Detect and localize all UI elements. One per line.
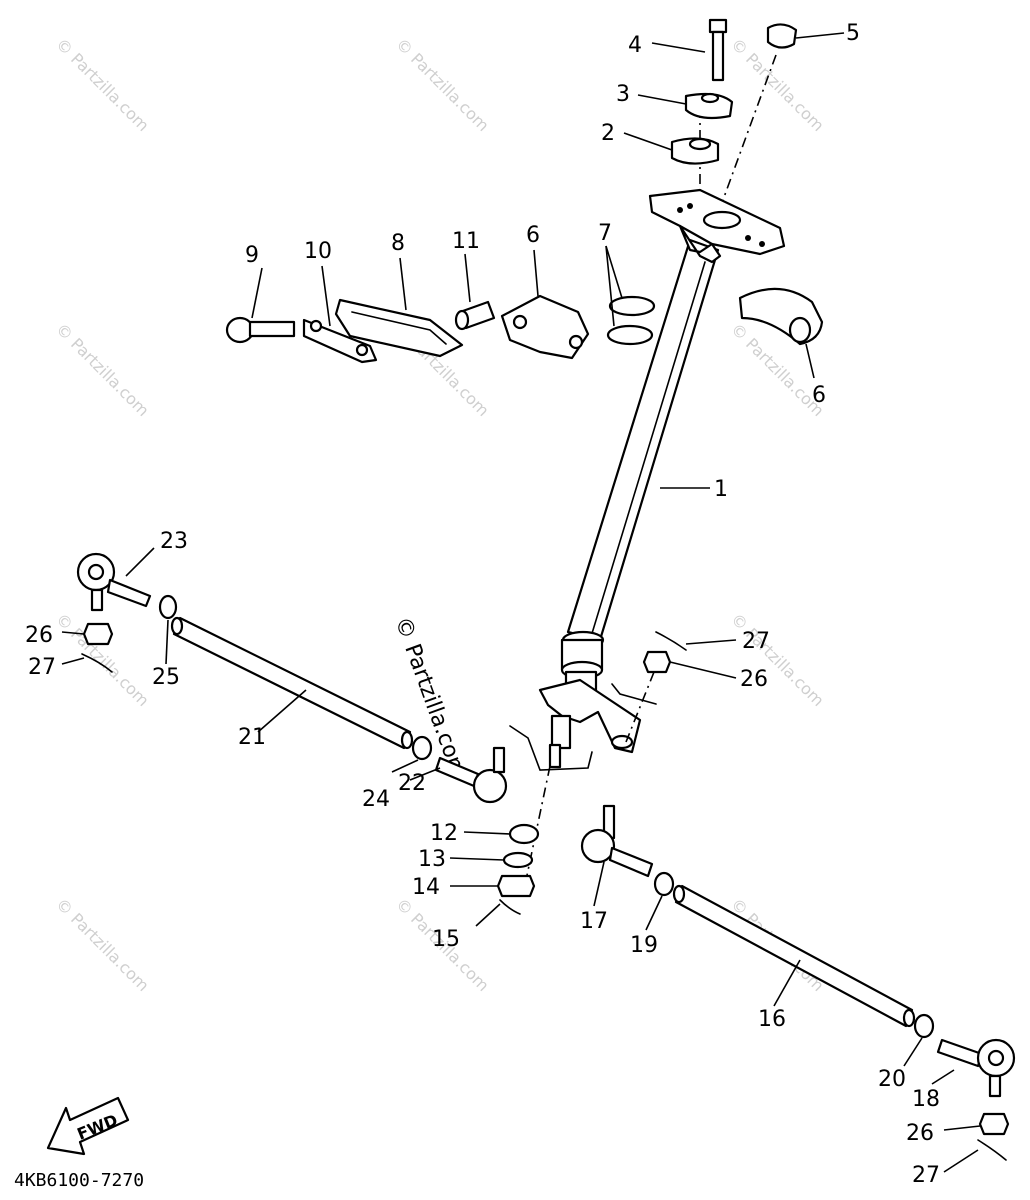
part-4-bolt (708, 18, 728, 82)
callout-14: 14 (412, 875, 440, 900)
callout-4: 4 (628, 33, 642, 58)
watermark: © Partzilla.com (52, 894, 153, 995)
part-16-tie-rod-right (672, 884, 916, 1028)
callout-11: 11 (452, 229, 480, 254)
part-24-nut (411, 735, 433, 761)
callout-13: 13 (418, 847, 446, 872)
part-27-pin-right (655, 631, 687, 651)
callout-6-left: 6 (526, 223, 540, 248)
diagram-code: 4KB6100-7270 (14, 1170, 144, 1191)
part-22-tie-rod-end (434, 746, 508, 804)
watermark: © Partzilla.com (52, 34, 153, 135)
part-26-nut-right (642, 650, 672, 674)
part-21-tie-rod-left (170, 616, 414, 750)
part-9-bolt (225, 316, 296, 344)
part-6-bushing-right (738, 287, 824, 346)
part-26-nut-left (82, 622, 114, 646)
part-5-cap (766, 23, 798, 49)
part-12-washer (508, 823, 540, 845)
callout-24: 24 (362, 787, 390, 812)
callout-6-right: 6 (812, 383, 826, 408)
part-6-bushing-left (500, 294, 590, 360)
part-27-pin-lower (977, 1139, 1007, 1161)
part-11-sleeve (454, 300, 496, 331)
callout-27-right: 27 (742, 629, 770, 654)
callout-19: 19 (630, 933, 658, 958)
callout-9: 9 (245, 243, 259, 268)
part-27-pin-left (81, 653, 113, 673)
callout-26-left: 26 (25, 623, 53, 648)
callout-17: 17 (580, 909, 608, 934)
part-8-lock-plate (334, 298, 464, 358)
callout-15: 15 (432, 927, 460, 952)
callout-16: 16 (758, 1007, 786, 1032)
callout-27-left: 27 (28, 655, 56, 680)
callout-3: 3 (616, 82, 630, 107)
part-15-pin (499, 899, 521, 915)
leader-lines (61, 32, 981, 1173)
callout-26-right: 26 (740, 667, 768, 692)
watermark: © Partzilla.com (727, 34, 828, 135)
part-13-washer (502, 851, 534, 869)
callout-8: 8 (391, 231, 405, 256)
bracket-outline-right (611, 683, 657, 705)
callout-12: 12 (430, 821, 458, 846)
callout-2: 2 (601, 121, 615, 146)
top-bracket (648, 188, 786, 264)
callout-22: 22 (398, 771, 426, 796)
part-23-tie-rod-end-left (76, 552, 152, 612)
part-10-washer (302, 318, 378, 364)
callout-5: 5 (846, 21, 860, 46)
part-2-collar (670, 137, 720, 165)
part-14-nut (496, 874, 536, 898)
callout-labels: 4 5 3 2 9 10 8 11 6 7 6 1 23 26 27 25 21… (25, 21, 940, 1188)
part-25-nut (158, 594, 178, 620)
callout-27-lower: 27 (912, 1163, 940, 1188)
callout-10: 10 (304, 239, 332, 264)
part-18-tie-rod-end-right (936, 1038, 1016, 1098)
centerline-right (625, 671, 655, 743)
part-17-tie-rod-end (580, 804, 654, 878)
part-7-rings (606, 295, 656, 346)
part-3-clamp (684, 92, 734, 120)
callout-1: 1 (714, 477, 728, 502)
watermark: © Partzilla.com (392, 34, 493, 135)
callout-23: 23 (160, 529, 188, 554)
watermark: © Partzilla.com (727, 609, 828, 710)
callout-21: 21 (238, 725, 266, 750)
fwd-arrow-icon: FWD (46, 1096, 130, 1156)
part-20-nut (913, 1013, 935, 1039)
callout-25: 25 (152, 665, 180, 690)
callout-20: 20 (878, 1067, 906, 1092)
watermark: © Partzilla.com (52, 319, 153, 420)
part-26-nut-lower (978, 1112, 1010, 1136)
center-watermark: © Partzilla.com (389, 614, 471, 782)
part-19-nut (653, 871, 675, 897)
bracket-outline-left (509, 725, 593, 771)
callout-18: 18 (912, 1087, 940, 1112)
callout-26-lower: 26 (906, 1121, 934, 1146)
callout-7: 7 (598, 221, 612, 246)
steering-column-shaft (538, 238, 720, 769)
